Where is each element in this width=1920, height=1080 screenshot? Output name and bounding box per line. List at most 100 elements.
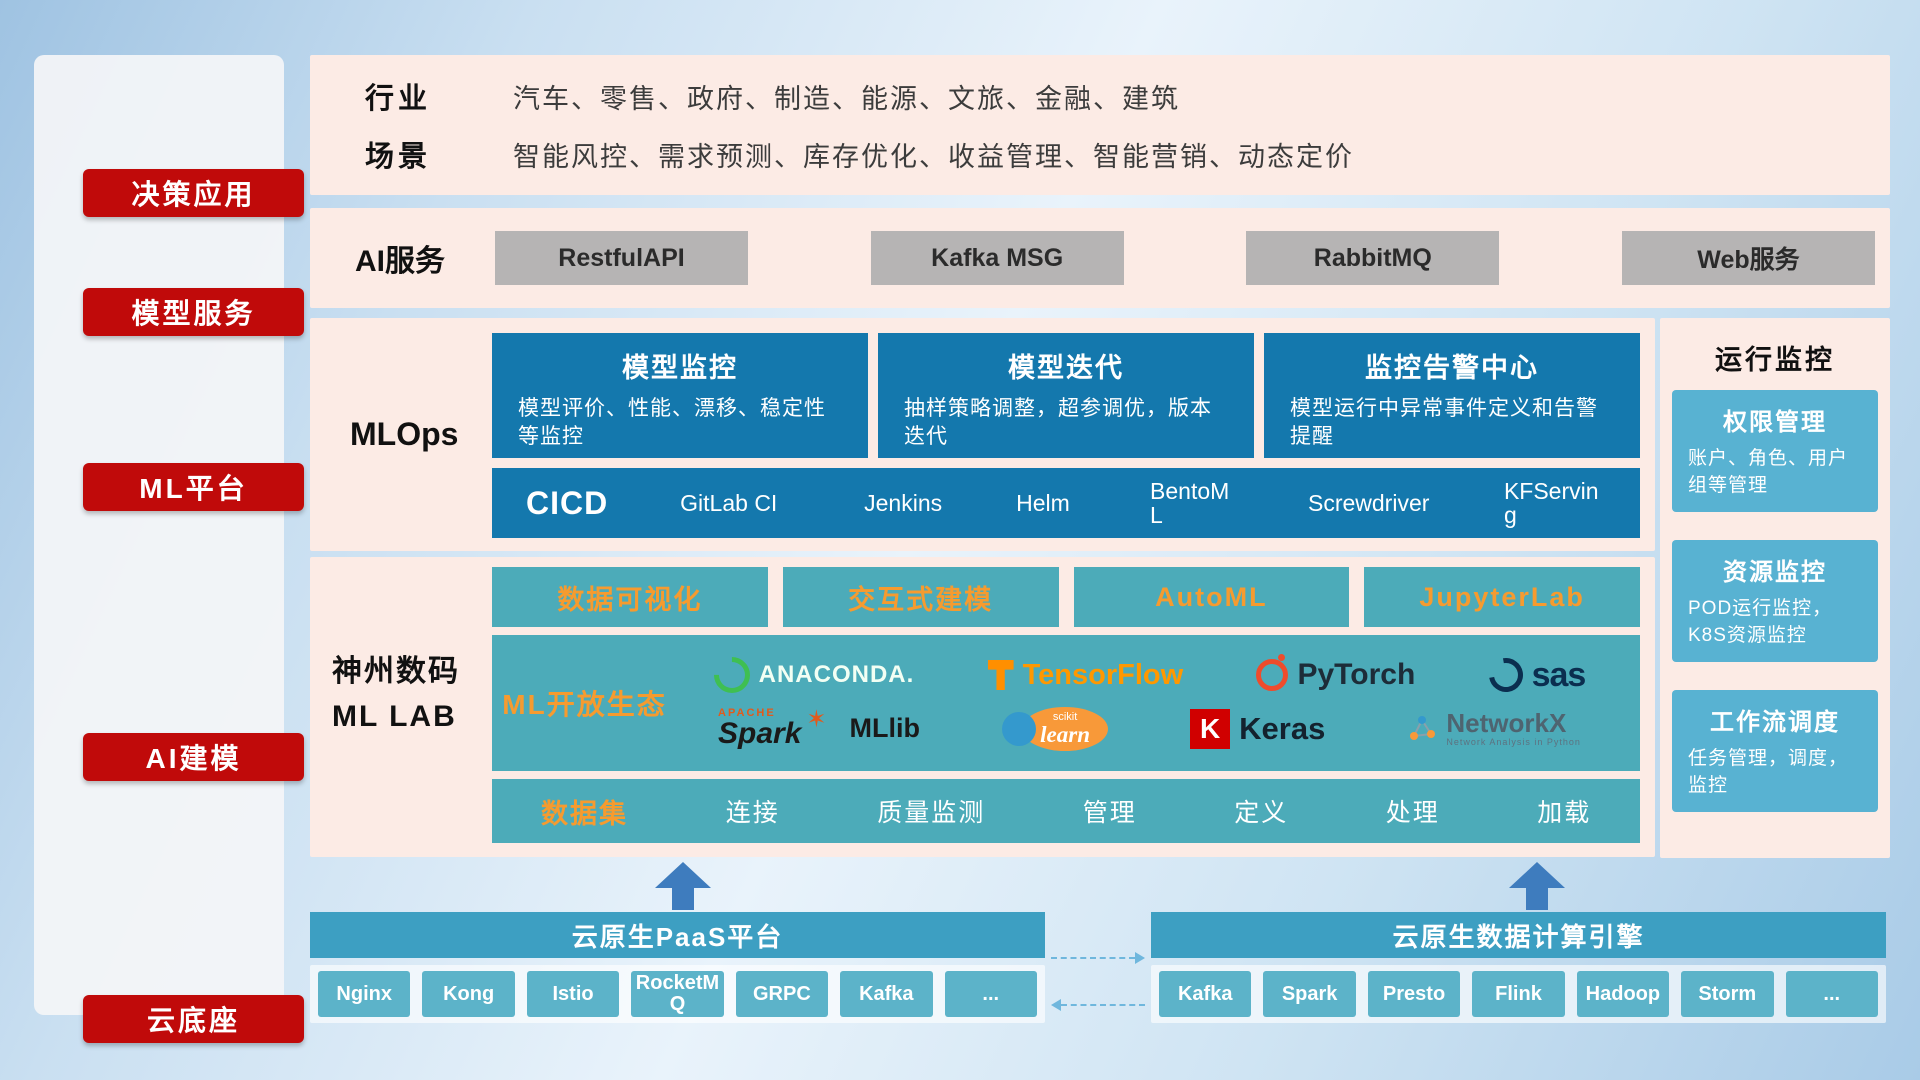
chip-kafka: Kafka xyxy=(840,971,933,1017)
dataset-item-define: 定义 xyxy=(1234,799,1289,827)
card-alert-center: 监控告警中心 模型运行中异常事件定义和告警提醒 xyxy=(1264,333,1640,458)
ml-lab-label-line1: 神州数码 xyxy=(332,655,460,688)
chip-spark: Spark xyxy=(1263,971,1356,1017)
card-title: 工作流调度 xyxy=(1710,709,1840,736)
industry-line: 行业 汽车、零售、政府、制造、能源、文旅、金融、建筑 xyxy=(310,75,1890,117)
card-desc: 模型评价、性能、漂移、稳定性等监控 xyxy=(518,397,826,449)
ai-service-label: AI服务 xyxy=(355,245,445,278)
sidebar-item-decision-apps: 决策应用 xyxy=(83,169,304,217)
pytorch-text: PyTorch xyxy=(1297,658,1416,691)
tool-interactive-modeling: 交互式建模 xyxy=(782,567,1059,627)
pytorch-logo: PyTorch xyxy=(1256,654,1416,692)
ml-lab-label: 神州数码 ML LAB xyxy=(332,649,490,739)
keras-logo: K Keras xyxy=(1190,708,1325,749)
tensorflow-icon xyxy=(987,660,1014,690)
networkx-logo: NetworkX Network Analysis in Python xyxy=(1407,709,1581,747)
scikit-blue-circle-icon xyxy=(1002,711,1037,746)
cicd-tool-gitlab-ci: GitLab CI xyxy=(680,489,778,516)
sidebar-item-cloud-base: 云底座 xyxy=(83,995,304,1043)
mllib-text: MLlib xyxy=(849,713,921,743)
arrow-head xyxy=(1509,862,1565,888)
runtime-monitoring-panel: 运行监控 权限管理 账户、角色、用户组等管理 资源监控 POD运行监控，K8S资… xyxy=(1660,318,1890,858)
chip-hadoop: Hadoop xyxy=(1576,971,1670,1017)
dash-line xyxy=(1061,1004,1145,1006)
anaconda-icon xyxy=(706,649,758,701)
dataset-item-quality: 质量监测 xyxy=(877,799,986,827)
anaconda-logo: ANACONDA. xyxy=(706,649,915,701)
dataset-item-load: 加载 xyxy=(1537,799,1592,827)
service-kafka-msg: Kafka MSG xyxy=(870,231,1124,285)
card-title: 模型迭代 xyxy=(1008,353,1124,383)
tensorflow-logo: TensorFlow xyxy=(987,658,1184,692)
chip-kong: Kong xyxy=(422,971,515,1017)
pytorch-icon xyxy=(1256,654,1289,691)
dash-arrowhead xyxy=(1135,952,1145,964)
card-permission-management: 权限管理 账户、角色、用户组等管理 xyxy=(1672,390,1878,512)
service-web: Web服务 xyxy=(1621,231,1875,285)
scenario-list: 智能风控、需求预测、库存优化、收益管理、智能营销、动态定价 xyxy=(513,141,1354,172)
cicd-tool-helm: Helm xyxy=(1016,489,1070,516)
networkx-subtitle: Network Analysis in Python xyxy=(1446,736,1581,747)
arrow-stem xyxy=(672,888,694,910)
dataset-item-process: 处理 xyxy=(1385,799,1440,827)
card-model-iteration: 模型迭代 抽样策略调整，超参调优，版本迭代 xyxy=(878,333,1254,458)
dashed-arrow-left-icon xyxy=(1051,999,1145,1011)
tensorflow-text: TensorFlow xyxy=(1022,658,1184,691)
ml-ecosystem-label: ML开放生态 xyxy=(502,689,667,720)
scenario-label: 场景 xyxy=(365,141,432,173)
card-workflow-scheduling: 工作流调度 任务管理，调度，监控 xyxy=(1672,690,1878,812)
cicd-tool-kfserving: KFServing xyxy=(1503,477,1599,528)
networkx-text: NetworkX xyxy=(1446,708,1567,739)
scikit-top-text: scikit xyxy=(1052,710,1078,723)
ml-lab-panel: 神州数码 ML LAB 数据可视化 交互式建模 AutoML JupyterLa… xyxy=(310,557,1655,857)
chip-flink: Flink xyxy=(1472,971,1565,1017)
scikit-orange-badge-icon: scikit learn xyxy=(1022,706,1109,751)
dataset-bar: 数据集 连接 质量监测 管理 定义 处理 加载 xyxy=(492,779,1640,843)
card-model-monitoring: 模型监控 模型评价、性能、漂移、稳定性等监控 xyxy=(492,333,868,458)
paas-chips: Nginx Kong Istio RocketMQ GRPC Kafka ... xyxy=(310,965,1045,1023)
tool-automl: AutoML xyxy=(1073,567,1350,627)
chip-istio: Istio xyxy=(526,971,620,1017)
sas-text: sas xyxy=(1531,655,1587,694)
dash-line xyxy=(1051,957,1135,959)
spark-text-stack: APACHE Spark xyxy=(718,708,801,749)
engine-chips: Kafka Spark Presto Flink Hadoop Storm ..… xyxy=(1151,965,1886,1023)
card-resource-monitoring: 资源监控 POD运行监控，K8S资源监控 xyxy=(1672,540,1878,662)
cicd-tool-screwdriver: Screwdriver xyxy=(1307,489,1430,516)
cicd-tool-jenkins: Jenkins xyxy=(864,489,943,516)
paas-platform-bar: 云原生PaaS平台 xyxy=(310,912,1045,958)
chip-more: ... xyxy=(944,971,1037,1017)
cicd-tool-bentoml: BentoML xyxy=(1150,477,1230,528)
dataset-label: 数据集 xyxy=(541,798,628,829)
sas-icon xyxy=(1481,651,1530,699)
up-arrow-right-icon xyxy=(1509,862,1565,910)
dataset-items: 连接 质量监测 管理 定义 处理 加载 xyxy=(677,793,1640,829)
logo-row-2: APACHE Spark ✶ MLlib scikit learn K Kera… xyxy=(677,706,1622,751)
card-desc: 抽样策略调整，超参调优，版本迭代 xyxy=(904,397,1212,449)
dataset-item-manage: 管理 xyxy=(1082,799,1137,827)
spark-star-icon: ✶ xyxy=(806,706,827,733)
keras-k-icon: K xyxy=(1190,708,1231,749)
logo-row-1: ANACONDA. TensorFlow PyTorch sas xyxy=(677,649,1622,701)
scikit-main-text: learn xyxy=(1040,721,1090,747)
mlops-panel: MLOps 模型监控 模型评价、性能、漂移、稳定性等监控 模型迭代 抽样策略调整… xyxy=(310,318,1655,551)
paas-platform-group: 云原生PaaS平台 Nginx Kong Istio RocketMQ GRPC… xyxy=(310,912,1045,1023)
sas-logo: sas xyxy=(1481,651,1587,699)
spark-mllib-logo: APACHE Spark ✶ MLlib xyxy=(718,706,921,749)
ai-service-panel: AI服务 RestfulAPI Kafka MSG RabbitMQ Web服务 xyxy=(310,208,1890,308)
sidebar-item-model-service: 模型服务 xyxy=(83,288,304,336)
chip-rocketmq: RocketMQ xyxy=(631,971,724,1017)
ml-lab-label-line2: ML LAB xyxy=(332,700,457,733)
scikit-learn-logo: scikit learn xyxy=(1002,706,1109,751)
chip-more: ... xyxy=(1785,971,1878,1017)
data-engine-bar: 云原生数据计算引擎 xyxy=(1151,912,1886,958)
chip-grpc: GRPC xyxy=(735,971,829,1017)
card-title: 资源监控 xyxy=(1723,559,1827,586)
data-engine-group: 云原生数据计算引擎 Kafka Spark Presto Flink Hadoo… xyxy=(1151,912,1886,1023)
dataset-item-connect: 连接 xyxy=(725,799,780,827)
chip-storm: Storm xyxy=(1681,971,1774,1017)
ai-service-buttons: RestfulAPI Kafka MSG RabbitMQ Web服务 xyxy=(495,231,1875,285)
card-desc: 账户、角色、用户组等管理 xyxy=(1688,448,1849,496)
apache-text: APACHE xyxy=(718,707,776,719)
ml-lab-tools: 数据可视化 交互式建模 AutoML JupyterLab xyxy=(492,567,1640,627)
